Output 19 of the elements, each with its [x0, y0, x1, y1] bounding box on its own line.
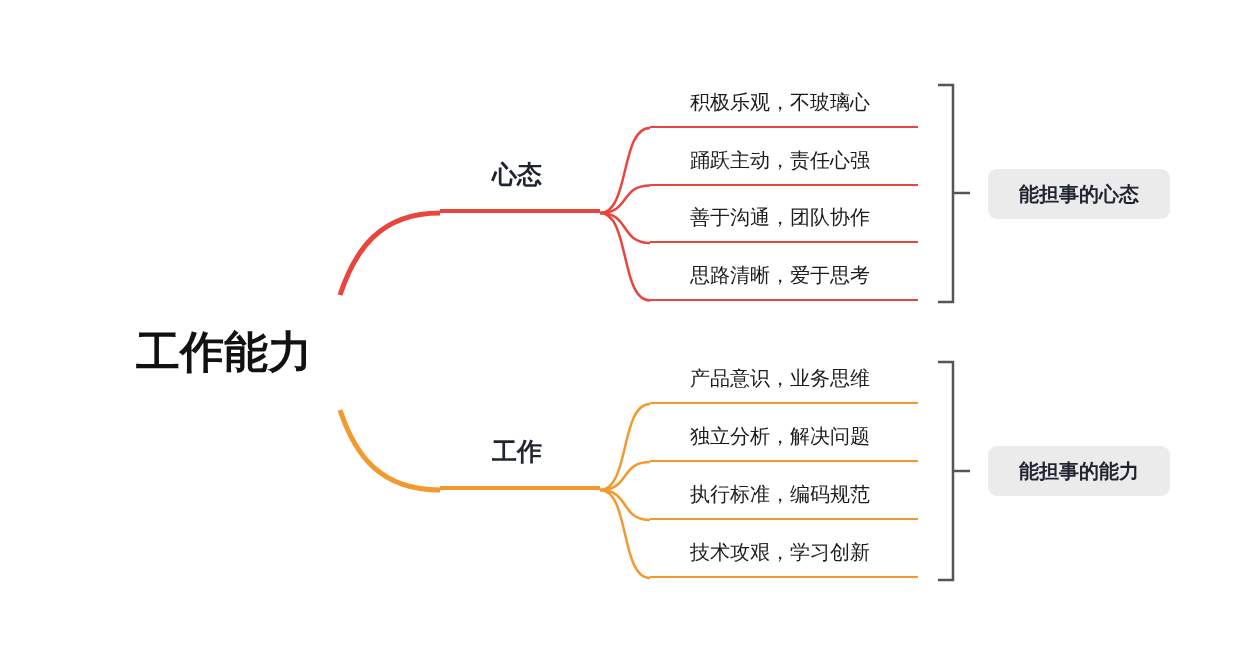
- summary-text: 能担事的心态: [1019, 180, 1139, 208]
- leaf-topic: 独立分析，解决问题: [690, 423, 870, 450]
- branch-topic: 工作: [492, 436, 542, 468]
- connector-curve: [599, 402, 651, 492]
- connector-curve: [337, 210, 441, 296]
- leaf-topic: 执行标准，编码规范: [690, 481, 870, 508]
- branch-topic: 心态: [492, 159, 542, 191]
- root-topic: 工作能力: [136, 325, 312, 379]
- connector-curve: [599, 488, 651, 580]
- leaf-topic: 善于沟通，团队协作: [690, 204, 870, 231]
- leaf-topic: 踊跃主动，责任心强: [690, 146, 870, 174]
- connector-curve: [337, 409, 441, 493]
- connector-curve: [599, 211, 651, 302]
- leaf-topic: 技术攻艰，学习创新: [690, 539, 870, 566]
- leaf-topic: 产品意识，业务思维: [690, 365, 870, 392]
- leaf-topic: 思路清晰，爱于思考: [690, 261, 870, 289]
- summary-text: 能担事的能力: [1019, 457, 1139, 485]
- connector-curve: [599, 126, 651, 215]
- leaf-topic: 积极乐观，不玻璃心: [690, 89, 870, 116]
